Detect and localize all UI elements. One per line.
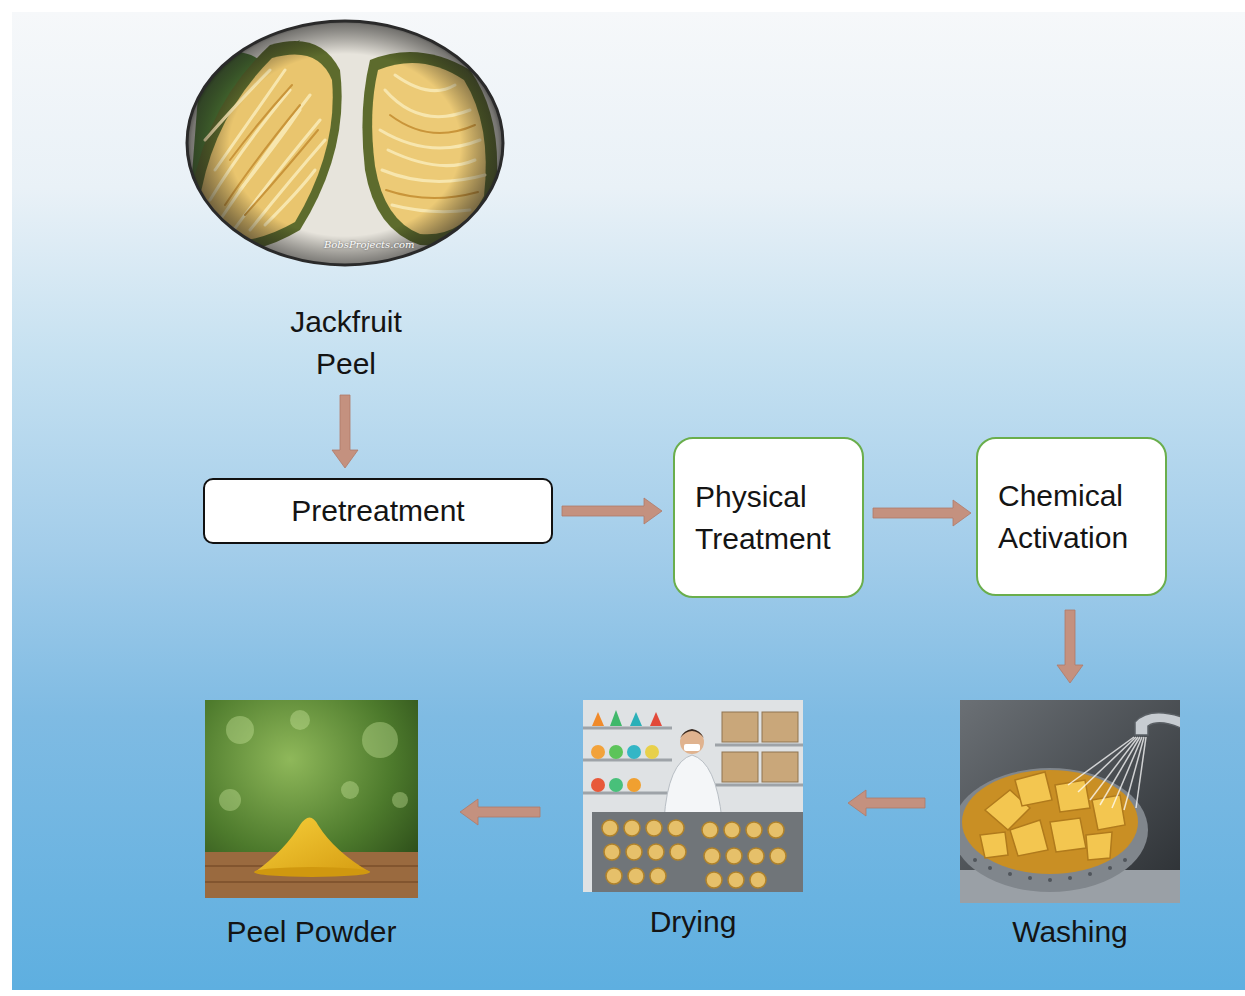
photo-node: Drying: [583, 700, 803, 942]
jackfruit-photo: [180, 15, 510, 275]
process-box: Chemical Activation: [976, 437, 1167, 596]
node-label: Physical Treatment: [695, 476, 842, 559]
node-label: Pretreatment: [291, 490, 464, 531]
node-label: Washing: [1012, 911, 1128, 952]
flow-arrow: [460, 799, 540, 825]
drying-photo: [583, 700, 803, 892]
node-label: Drying: [650, 901, 737, 942]
powder-photo: [205, 700, 418, 898]
flow-arrow: [873, 500, 971, 526]
photo-node: Jackfruit Peel: [187, 22, 505, 384]
flow-arrow: [332, 395, 358, 468]
flow-arrow: [1057, 610, 1083, 683]
process-box: Physical Treatment: [673, 437, 864, 598]
washing-photo: [960, 700, 1180, 903]
flow-arrow: [848, 790, 925, 816]
node-label: Jackfruit Peel: [261, 301, 431, 384]
process-box: Pretreatment: [203, 478, 553, 544]
photo-rim: [187, 21, 503, 265]
flow-arrow: [562, 498, 662, 524]
node-label: Chemical Activation: [998, 475, 1145, 558]
node-label: Peel Powder: [226, 911, 396, 952]
photo-node: Peel Powder: [205, 700, 418, 952]
gradient-ground: [12, 12, 1245, 990]
watermark: BobsProjects.com: [324, 239, 414, 250]
photo-node: Washing: [960, 700, 1180, 952]
